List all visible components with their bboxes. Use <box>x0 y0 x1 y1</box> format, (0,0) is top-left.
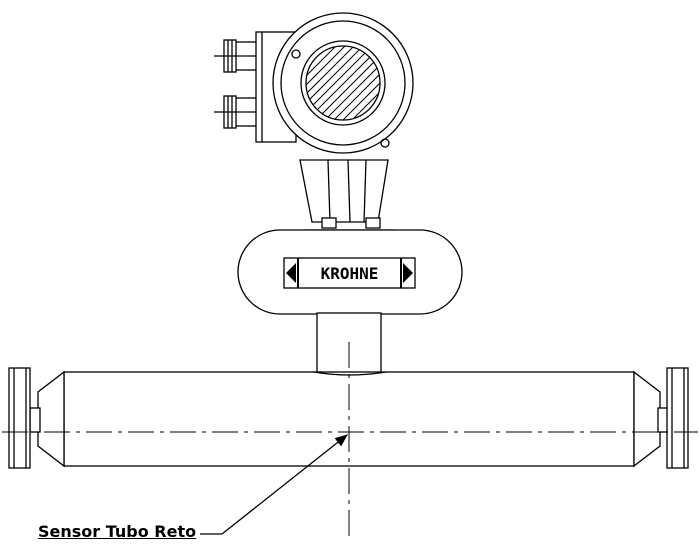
left-flange <box>8 367 65 469</box>
display-hatch-line <box>306 46 345 120</box>
leader-line <box>200 434 349 535</box>
right-flange <box>633 367 689 469</box>
display-hatch-line <box>334 46 380 120</box>
sensor-housing <box>237 229 463 315</box>
display-hatch-line <box>306 46 363 120</box>
display-hatch-line <box>306 46 372 120</box>
display-hatch-line <box>343 46 380 120</box>
sensor-caption: Sensor Tubo Reto <box>38 522 197 541</box>
display-hatch-line <box>316 46 380 120</box>
converter-head <box>272 12 414 154</box>
brand-logo: KROHNE <box>321 264 379 283</box>
display-hatch-line <box>307 46 380 120</box>
cable-gland-lower <box>214 95 263 129</box>
display-hatch-line <box>325 46 380 120</box>
converter-support <box>299 159 395 231</box>
cable-gland-upper <box>214 39 263 73</box>
display-hatch-line <box>306 46 354 120</box>
